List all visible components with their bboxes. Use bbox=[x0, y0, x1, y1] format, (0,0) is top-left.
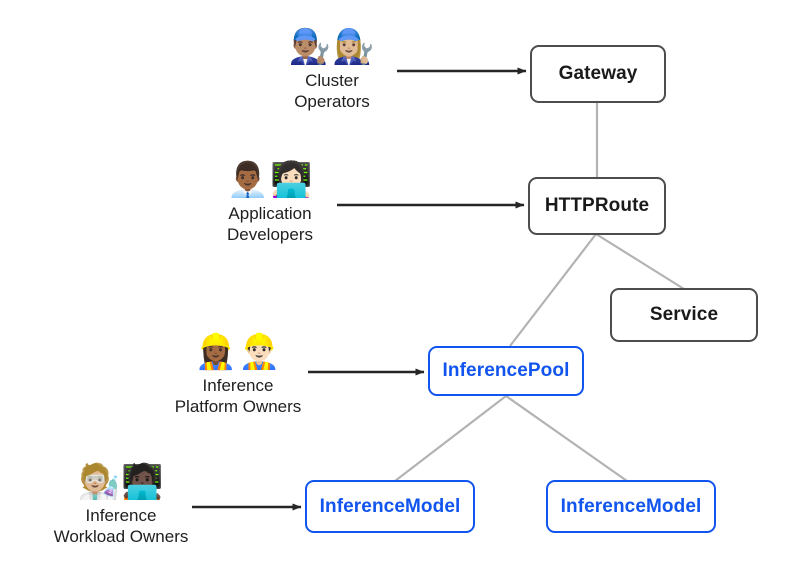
node-label-inferencepool: InferencePool bbox=[442, 360, 570, 381]
node-label-service: Service bbox=[649, 304, 719, 325]
actor-label-cluster-operators: Cluster Operators bbox=[294, 71, 370, 111]
node-inferencepool[interactable]: InferencePool bbox=[428, 346, 584, 396]
node-service[interactable]: Service bbox=[610, 288, 758, 342]
node-label-inferencemodel-left: InferenceModel bbox=[319, 495, 461, 517]
node-httproute[interactable]: HTTPRoute bbox=[528, 177, 666, 235]
edge-inferencepool-inferencemodel-left bbox=[394, 395, 507, 482]
actor-application-developers: 👨🏾‍💼👩🏻‍💻 Application Developers bbox=[206, 159, 334, 245]
edge-httproute-service bbox=[595, 233, 685, 290]
node-inferencemodel-left[interactable]: InferenceModel bbox=[305, 480, 475, 533]
edge-inferencepool-inferencemodel-right bbox=[505, 395, 628, 482]
cluster-operators-icon: 👨🏽‍🔧👩🏼‍🔧 bbox=[288, 28, 376, 66]
actor-inference-workload-owners: 🧑🏼‍🔬🧑🏿‍💻 Inference Workload Owners bbox=[51, 461, 191, 547]
node-inferencemodel-right[interactable]: InferenceModel bbox=[546, 480, 716, 533]
node-gateway[interactable]: Gateway bbox=[530, 45, 666, 103]
application-developers-icon: 👨🏾‍💼👩🏻‍💻 bbox=[226, 161, 314, 199]
edge-httproute-inferencepool bbox=[509, 233, 597, 347]
node-label-gateway: Gateway bbox=[558, 63, 638, 84]
actor-label-application-developers: Application Developers bbox=[227, 204, 313, 244]
inference-workload-owners-icon: 🧑🏼‍🔬🧑🏿‍💻 bbox=[77, 463, 165, 501]
inference-platform-owners-icon: 👷🏾‍♀️👷🏻‍♂️ bbox=[194, 333, 282, 371]
actor-label-inference-workload-owners: Inference Workload Owners bbox=[53, 506, 189, 546]
actor-cluster-operators: 👨🏽‍🔧👩🏼‍🔧 Cluster Operators bbox=[268, 26, 396, 112]
node-label-inferencemodel-right: InferenceModel bbox=[560, 495, 702, 517]
node-label-httproute: HTTPRoute bbox=[544, 195, 650, 216]
actor-label-inference-platform-owners: Inference Platform Owners bbox=[174, 376, 302, 416]
actor-inference-platform-owners: 👷🏾‍♀️👷🏻‍♂️ Inference Platform Owners bbox=[171, 331, 305, 417]
